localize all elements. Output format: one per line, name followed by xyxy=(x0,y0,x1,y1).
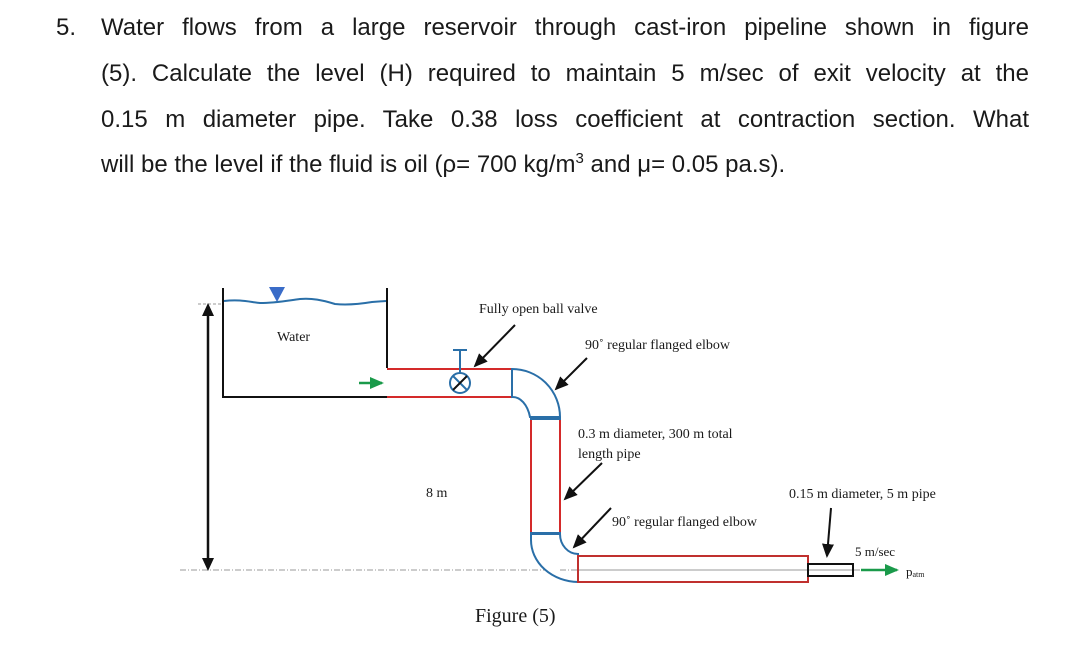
exit-velocity-label: 5 m/sec xyxy=(855,544,895,559)
question-number: 5. xyxy=(56,14,77,41)
water-level-marker-icon xyxy=(269,287,285,302)
reservoir-tank xyxy=(222,288,388,398)
height-arrow-top-head xyxy=(202,303,214,316)
height-arrow-bottom-head xyxy=(202,558,214,571)
elevation-label: 8 m xyxy=(426,486,448,501)
bottom-elbow-label: 90˚ regular flanged elbow xyxy=(612,515,758,530)
top-elbow-pointer-arrow xyxy=(554,357,588,391)
large-pipe-pointer-arrow xyxy=(563,462,603,501)
large-pipe-label-line1: 0.3 m diameter, 300 m total xyxy=(578,427,733,442)
superscript-3: 3 xyxy=(575,150,584,167)
lower-large-pipe xyxy=(577,555,809,583)
bottom-elbow-pointer-arrow xyxy=(572,507,612,549)
large-pipe-label-line2: length pipe xyxy=(578,447,641,462)
small-pipe-pointer-arrow xyxy=(822,507,834,558)
exit-pressure-sub: atm xyxy=(913,570,926,579)
water-surface xyxy=(223,297,387,306)
exit-pressure-label: patm xyxy=(906,564,925,579)
top-elbow-label: 90˚ regular flanged elbow xyxy=(585,338,731,353)
question-line-4-a: will be the level if the fluid is oil (ρ… xyxy=(101,151,576,178)
exit-pressure-p: p xyxy=(906,564,913,579)
top-elbow xyxy=(511,367,562,418)
bottom-elbow xyxy=(530,533,579,584)
question-line-4-b: and μ= 0.05 pa.s). xyxy=(583,151,786,178)
question-line-2: (5). Calculate the level (H) required to… xyxy=(101,60,1029,87)
question-line-1: Water flows from a large reservoir throu… xyxy=(101,14,1029,41)
question-line-4: will be the level if the fluid is oil (ρ… xyxy=(101,151,1029,179)
figure-caption: Figure (5) xyxy=(475,605,556,627)
question-line-3: 0.15 m diameter pipe. Take 0.38 loss coe… xyxy=(101,106,1029,133)
small-pipe-label: 0.15 m diameter, 5 m pipe xyxy=(789,487,936,502)
reservoir-label: Water xyxy=(277,330,310,345)
small-exit-pipe xyxy=(807,563,854,577)
ball-valve-icon xyxy=(449,349,471,394)
valve-pointer-arrow xyxy=(473,324,516,368)
valve-label: Fully open ball valve xyxy=(479,302,598,317)
